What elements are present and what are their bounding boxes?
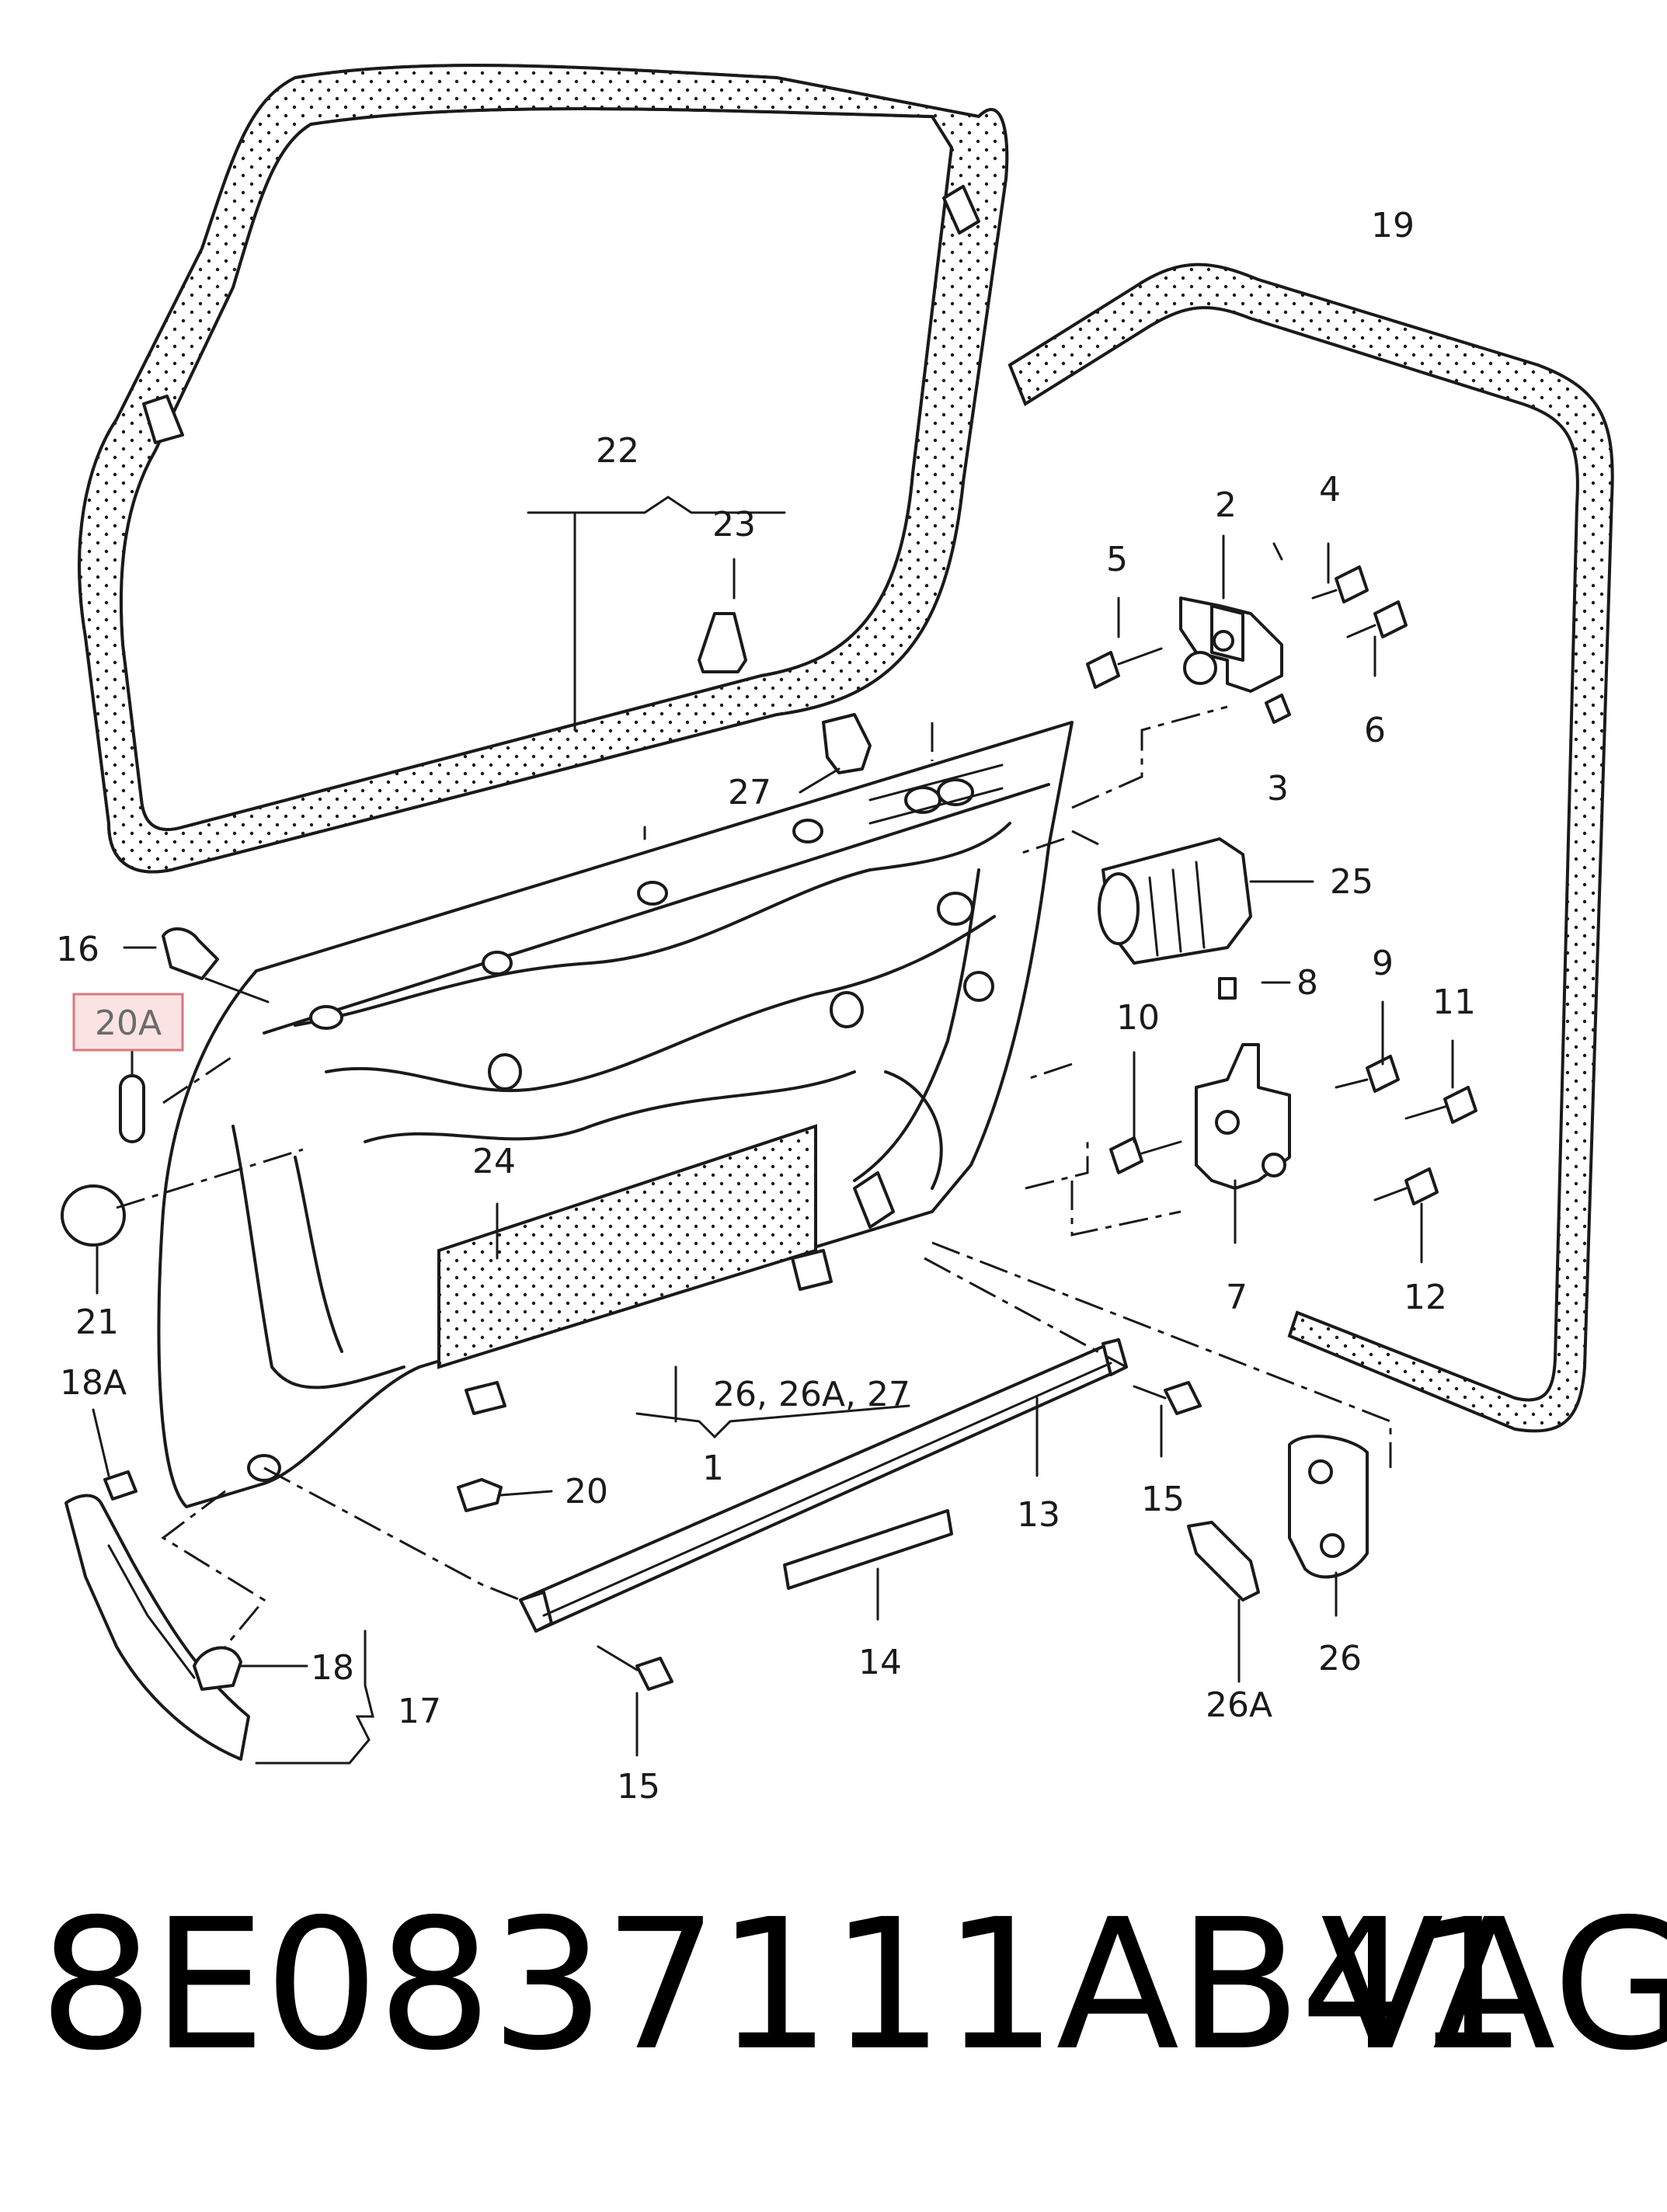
door-opening-seal: [1008, 263, 1614, 1433]
callout-14: 14: [858, 1643, 902, 1682]
grommet-20a: [119, 1074, 145, 1143]
callout-21: 21: [75, 1303, 119, 1342]
insert-18a: [103, 1470, 137, 1501]
leader-lines: [92, 496, 1454, 1765]
callout-11: 11: [1432, 983, 1476, 1022]
clip-23: [698, 612, 747, 673]
callout-22: 22: [596, 431, 639, 471]
door-shell: [157, 721, 1074, 1508]
callout-6: 6: [1364, 711, 1386, 750]
callout-3: 3: [1267, 769, 1289, 809]
callout-18a: 18A: [60, 1363, 127, 1403]
callout-8: 8: [1296, 963, 1318, 1003]
callout-1: 1: [702, 1449, 724, 1488]
sill-trim: [519, 1338, 1128, 1633]
callout-18: 18: [311, 1648, 354, 1688]
pin-18: [193, 1646, 242, 1691]
callout-27: 27: [728, 773, 771, 812]
callout-20a: 20A: [95, 1003, 162, 1043]
callout-labels: 22 23 27 19 2 4 5 6 3 25 8 9 10 11 7 12 …: [56, 206, 1476, 1807]
callout-15-lower: 15: [617, 1767, 660, 1807]
bolt-15-lower: [597, 1645, 673, 1691]
callout-23: 23: [712, 505, 756, 544]
callout-26-group: 26, 26A, 27: [713, 1375, 910, 1414]
callout-9: 9: [1372, 944, 1394, 983]
bracket-27: [822, 713, 872, 774]
brand-label: VAG: [1321, 1880, 1667, 2090]
door-check-strap: [1098, 837, 1252, 965]
callout-26: 26: [1318, 1639, 1362, 1678]
callout-16: 16: [56, 930, 99, 969]
callout-25: 25: [1330, 862, 1373, 902]
lower-hinge: [1109, 977, 1477, 1205]
clip-20: [457, 1478, 503, 1512]
callout-10: 10: [1116, 998, 1160, 1038]
callout-26a: 26A: [1206, 1685, 1272, 1725]
callout-19: 19: [1371, 206, 1415, 245]
callout-17: 17: [398, 1692, 441, 1731]
assembly-lines: [116, 705, 1392, 1647]
callout-12: 12: [1404, 1278, 1447, 1317]
callout-4: 4: [1319, 470, 1341, 510]
upper-hinge: [1086, 565, 1408, 724]
callout-24: 24: [472, 1142, 516, 1181]
part-number: 8E0837111AB41: [39, 1880, 1528, 2090]
front-flap-trim: [64, 1494, 250, 1761]
callout-5: 5: [1106, 540, 1128, 579]
callout-20a-highlight: 20A: [72, 993, 184, 1052]
callout-15-upper: 15: [1141, 1480, 1185, 1519]
striker-plate: [1288, 1435, 1369, 1579]
bolt-15-upper: [1133, 1381, 1202, 1415]
callout-7: 7: [1226, 1278, 1248, 1317]
lock-bracket: [1187, 1521, 1260, 1602]
exploded-parts-diagram: 22 23 27 19 2 4 5 6 3 25 8 9 10 11 7 12 …: [56, 64, 1614, 1807]
callout-13: 13: [1017, 1495, 1060, 1535]
clip-16: [162, 927, 219, 980]
cap-21: [61, 1184, 126, 1247]
callout-2: 2: [1215, 485, 1237, 525]
callout-20: 20: [565, 1472, 608, 1511]
